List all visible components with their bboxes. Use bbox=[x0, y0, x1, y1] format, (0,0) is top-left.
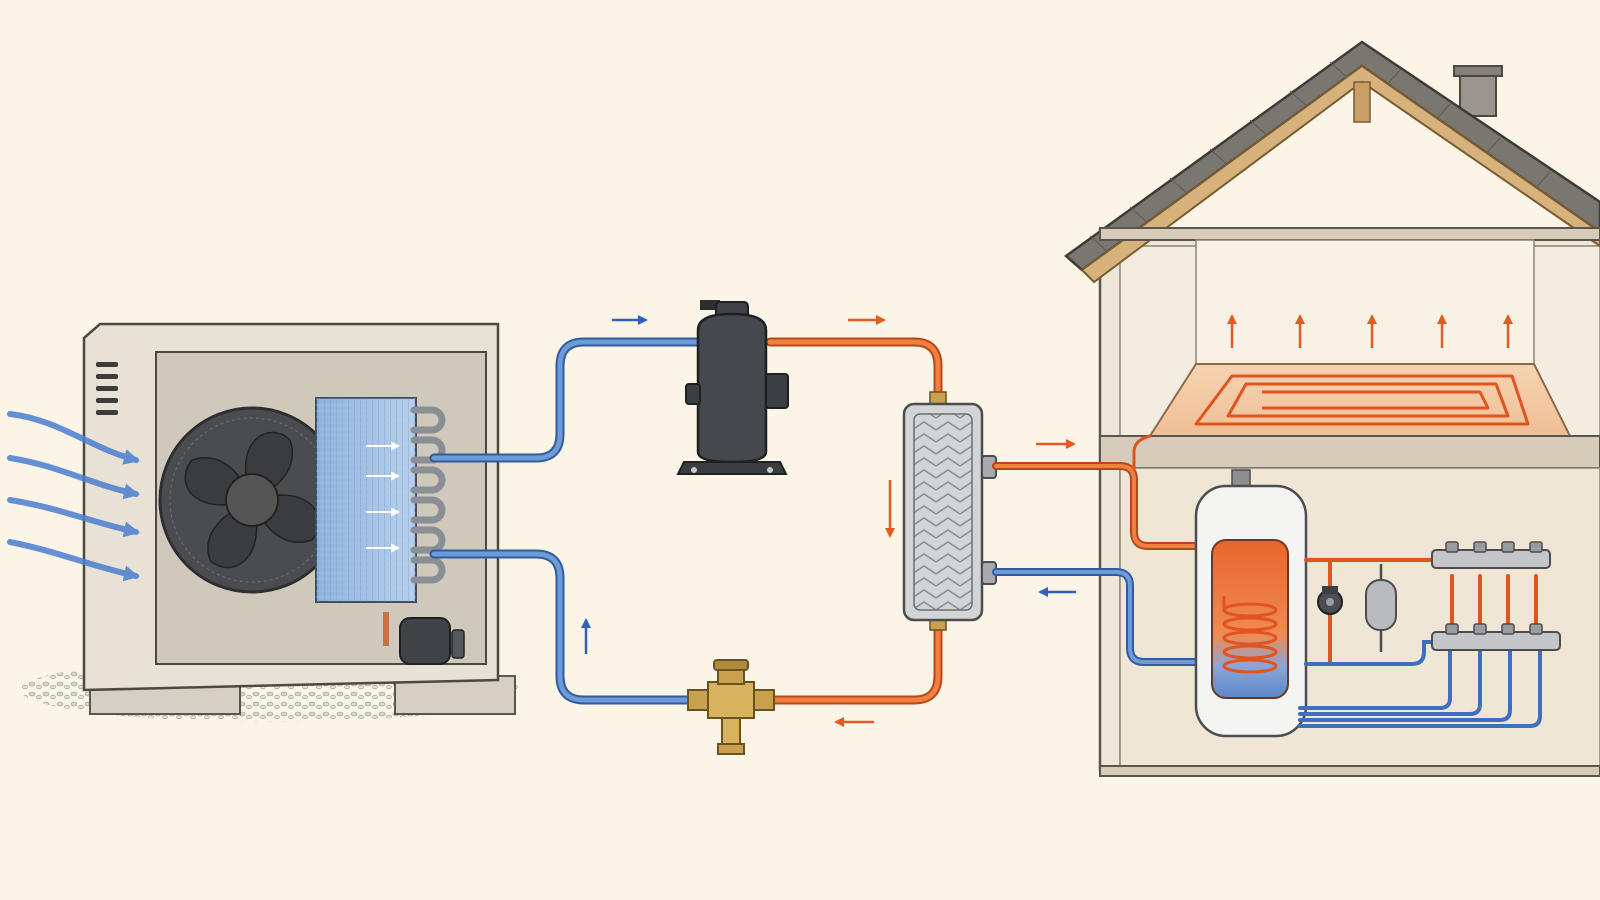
suction-line bbox=[431, 339, 703, 461]
return-line bbox=[431, 551, 693, 703]
manifold-supply bbox=[1431, 549, 1551, 569]
rafters bbox=[1080, 64, 1600, 284]
intermediate-floor bbox=[1099, 435, 1600, 469]
tank-coil bbox=[1222, 596, 1278, 674]
return-pipe bbox=[994, 570, 1198, 664]
outdoor-unit bbox=[7, 322, 520, 722]
manifold-icon bbox=[1431, 541, 1561, 651]
valve-icon bbox=[687, 659, 775, 755]
pump-icon bbox=[1317, 586, 1343, 615]
lower-room bbox=[1119, 467, 1600, 769]
manifold-return bbox=[1431, 631, 1561, 651]
fan-icon bbox=[158, 406, 346, 594]
liquid-line bbox=[767, 615, 941, 703]
vent-slots bbox=[96, 362, 118, 415]
floor-supply-pipe bbox=[1132, 434, 1152, 472]
water-tank-icon bbox=[1194, 469, 1308, 738]
liquid-line-outline bbox=[765, 613, 943, 705]
compressor-icon bbox=[676, 300, 789, 475]
underfloor-heating-icon bbox=[1099, 363, 1600, 469]
discharge-line-outline bbox=[765, 337, 943, 407]
heating-flow-arrows bbox=[1036, 439, 1076, 597]
refrigerant-loop bbox=[429, 337, 943, 705]
heat-rise-arrows bbox=[1227, 314, 1513, 348]
refrigerant-flow-arrows bbox=[581, 315, 895, 727]
flow-pipe bbox=[994, 464, 1198, 548]
house-icon bbox=[1063, 40, 1600, 777]
expansion-vessel-icon bbox=[1365, 564, 1397, 652]
heat-exchanger-icon bbox=[902, 391, 997, 631]
ground-floor-slab bbox=[1099, 765, 1600, 777]
coil-icon bbox=[315, 397, 446, 603]
discharge-line bbox=[767, 339, 941, 405]
internal-compressor-icon bbox=[383, 612, 465, 665]
heating-circuit bbox=[992, 434, 1200, 666]
chimney bbox=[1459, 71, 1497, 117]
air-intake-arrows bbox=[7, 411, 140, 582]
distribution-pipes bbox=[1298, 558, 1542, 728]
